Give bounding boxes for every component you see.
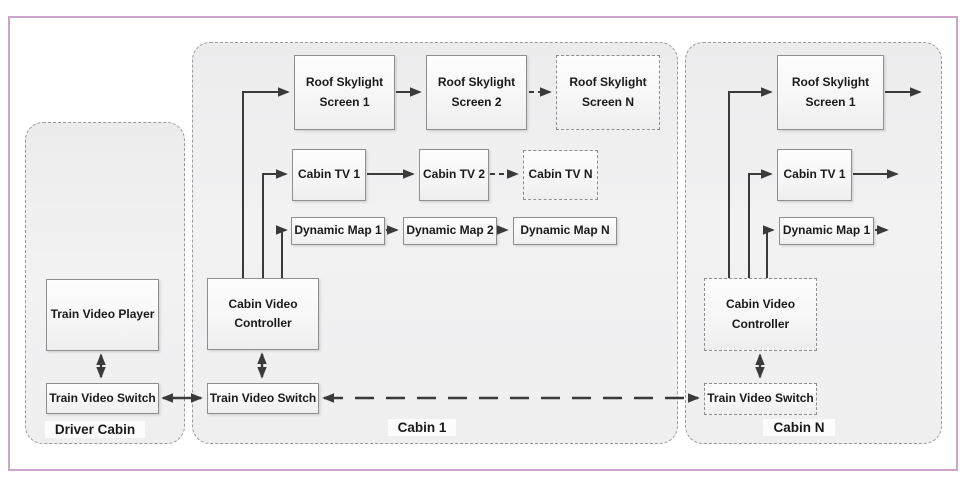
node-driver-train-video-player: Train Video Player — [46, 279, 159, 351]
node-cabin1-roof-skylight-screen-1: Roof Skylight Screen 1 — [294, 55, 395, 130]
node-cabinN-train-video-switch: Train Video Switch — [704, 383, 817, 415]
node-driver-train-video-switch: Train Video Switch — [46, 383, 159, 414]
node-cabin1-dynamic-map-2: Dynamic Map 2 — [403, 217, 497, 245]
node-cabin1-cabin-tv-2: Cabin TV 2 — [419, 149, 489, 201]
node-cabinN-dynamic-map-1: Dynamic Map 1 — [779, 217, 874, 245]
node-cabin1-cabin-video-controller: Cabin Video Controller — [207, 278, 319, 350]
node-cabin1-roof-skylight-screen-2: Roof Skylight Screen 2 — [426, 55, 527, 130]
node-cabin1-dynamic-map-1: Dynamic Map 1 — [291, 217, 385, 245]
node-cabinN-roof-skylight-screen-1: Roof Skylight Screen 1 — [777, 55, 884, 130]
node-cabin1-train-video-switch: Train Video Switch — [207, 383, 319, 414]
label-driver-cabin: Driver Cabin — [25, 421, 165, 438]
node-cabin1-cabin-tv-n: Cabin TV N — [523, 150, 598, 200]
node-cabinN-cabin-tv-1: Cabin TV 1 — [777, 149, 852, 201]
node-cabin1-dynamic-map-n: Dynamic Map N — [513, 217, 617, 245]
label-cabin-1: Cabin 1 — [192, 419, 652, 436]
label-cabin-n: Cabin N — [685, 419, 913, 436]
node-cabin1-roof-skylight-screen-n: Roof Skylight Screen N — [556, 55, 660, 130]
node-cabin1-cabin-tv-1: Cabin TV 1 — [292, 149, 366, 201]
node-cabinN-cabin-video-controller: Cabin Video Controller — [704, 278, 817, 351]
